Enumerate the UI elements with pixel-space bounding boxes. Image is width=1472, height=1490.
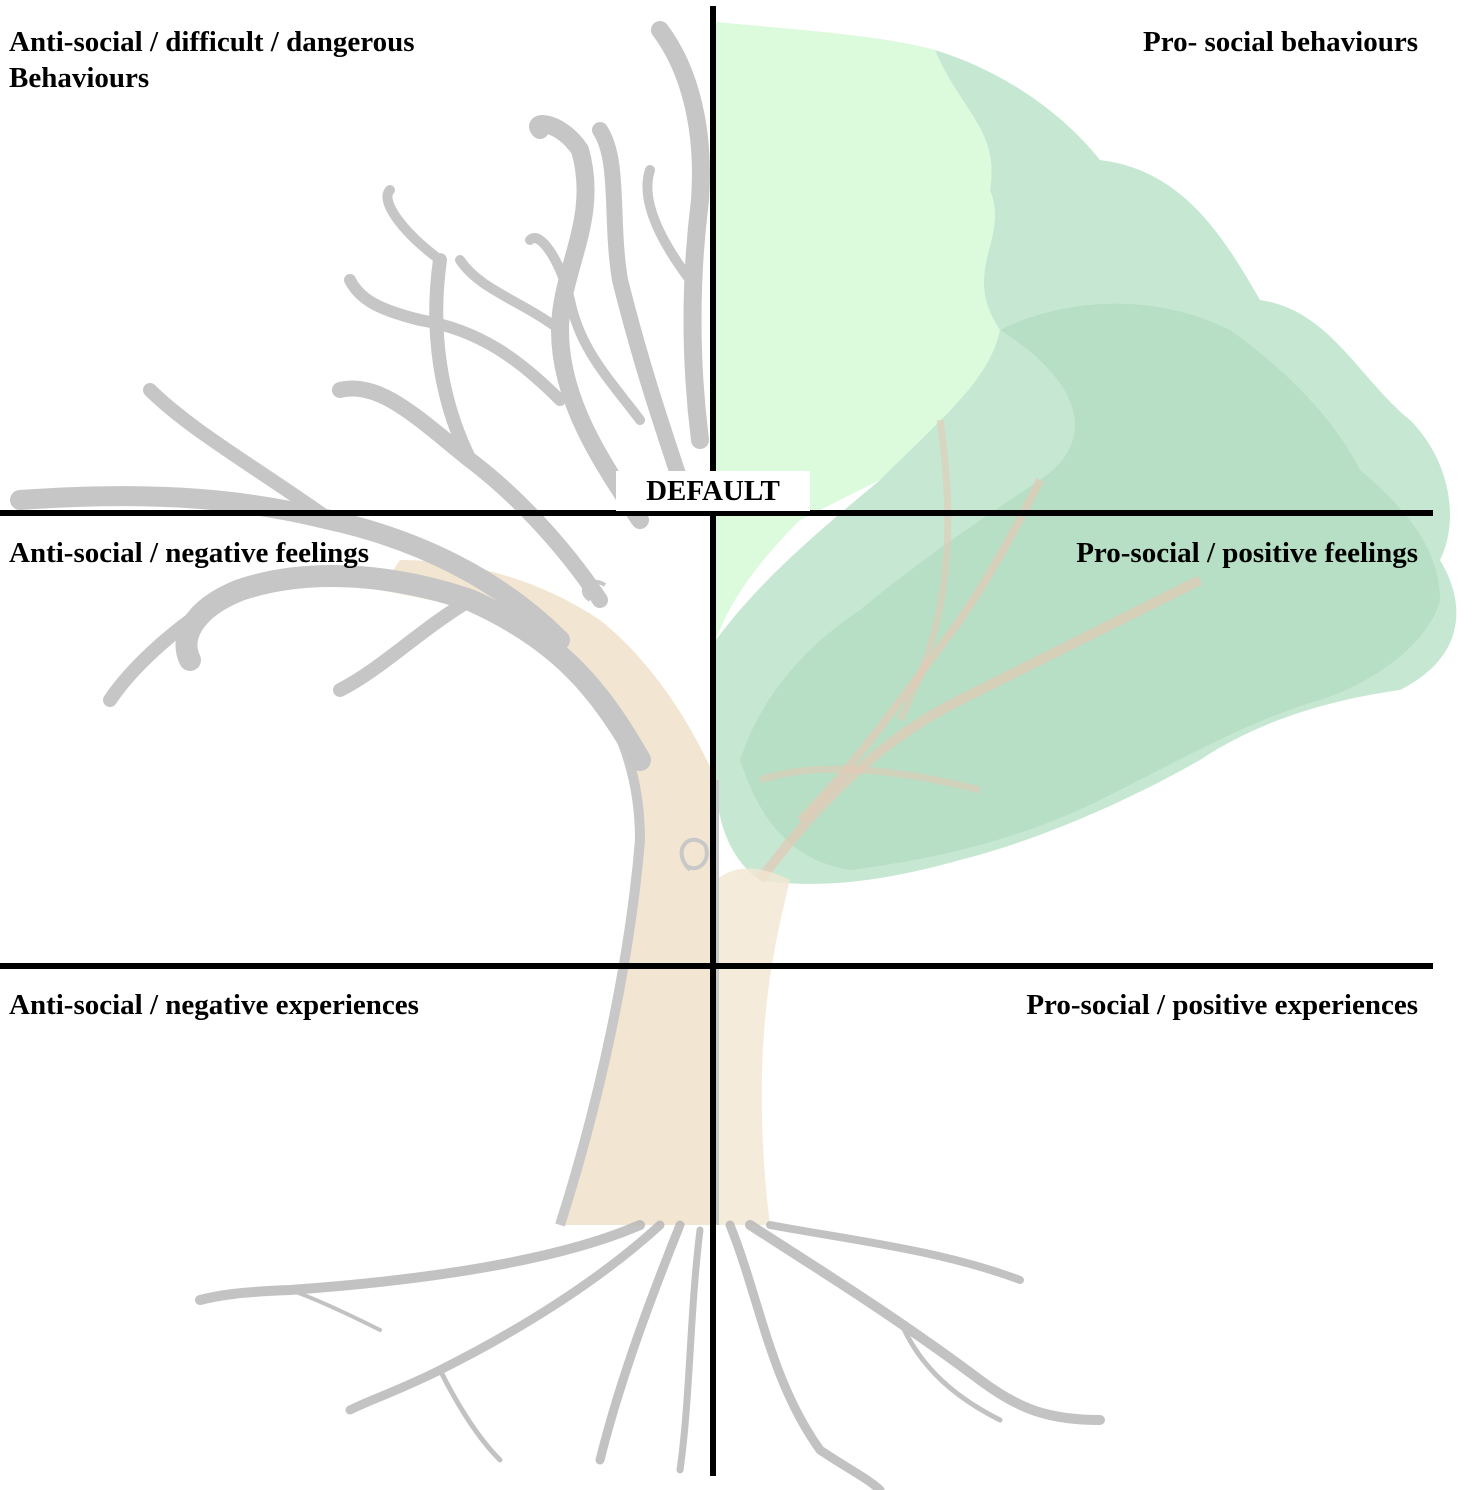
middle-left-heading: Anti-social / negative feelings [9,537,370,569]
branch [525,233,645,425]
trunk-swirl [679,837,709,872]
middle-right-heading: Pro-social / positive feelings [1076,537,1418,569]
top-left-heading-line2: Behaviours [9,62,150,94]
root [676,1226,704,1474]
root [725,1220,885,1490]
branch [429,253,477,467]
branch [333,593,477,697]
root [897,1317,1003,1423]
foliage-branch [756,575,1203,884]
vertical-divider [710,6,716,1476]
bottom-left-heading: Anti-social / negative experiences [9,989,419,1021]
branch [344,274,566,406]
branch [651,21,710,449]
root [345,1220,665,1415]
root [766,1221,1024,1284]
top-left-heading: Anti-social / difficult / dangerous Beha… [9,24,415,96]
tree-roots [195,1220,1105,1490]
tree-foliage [716,22,1457,884]
foliage-branch [896,419,952,722]
branch [103,583,247,707]
default-label: DEFAULT [616,471,810,511]
horizontal-divider-lower [0,963,1433,969]
root [195,1220,645,1305]
top-right-heading: Pro- social behaviours [1143,26,1418,58]
top-left-heading-line1: Anti-social / difficult / dangerous [9,26,415,58]
root [288,1288,382,1332]
branch [592,122,688,488]
root [437,1367,503,1463]
horizontal-divider-upper [0,510,1433,516]
trunk-shape-right [716,868,790,1225]
foliage-branch [758,765,981,794]
root [595,1220,685,1465]
root [745,1220,1105,1425]
branch [143,383,337,527]
tree-bare-branches [10,21,710,771]
branch [455,255,565,335]
branch [642,165,695,285]
bottom-right-heading: Pro-social / positive experiences [1026,989,1418,1021]
branch [382,185,445,265]
